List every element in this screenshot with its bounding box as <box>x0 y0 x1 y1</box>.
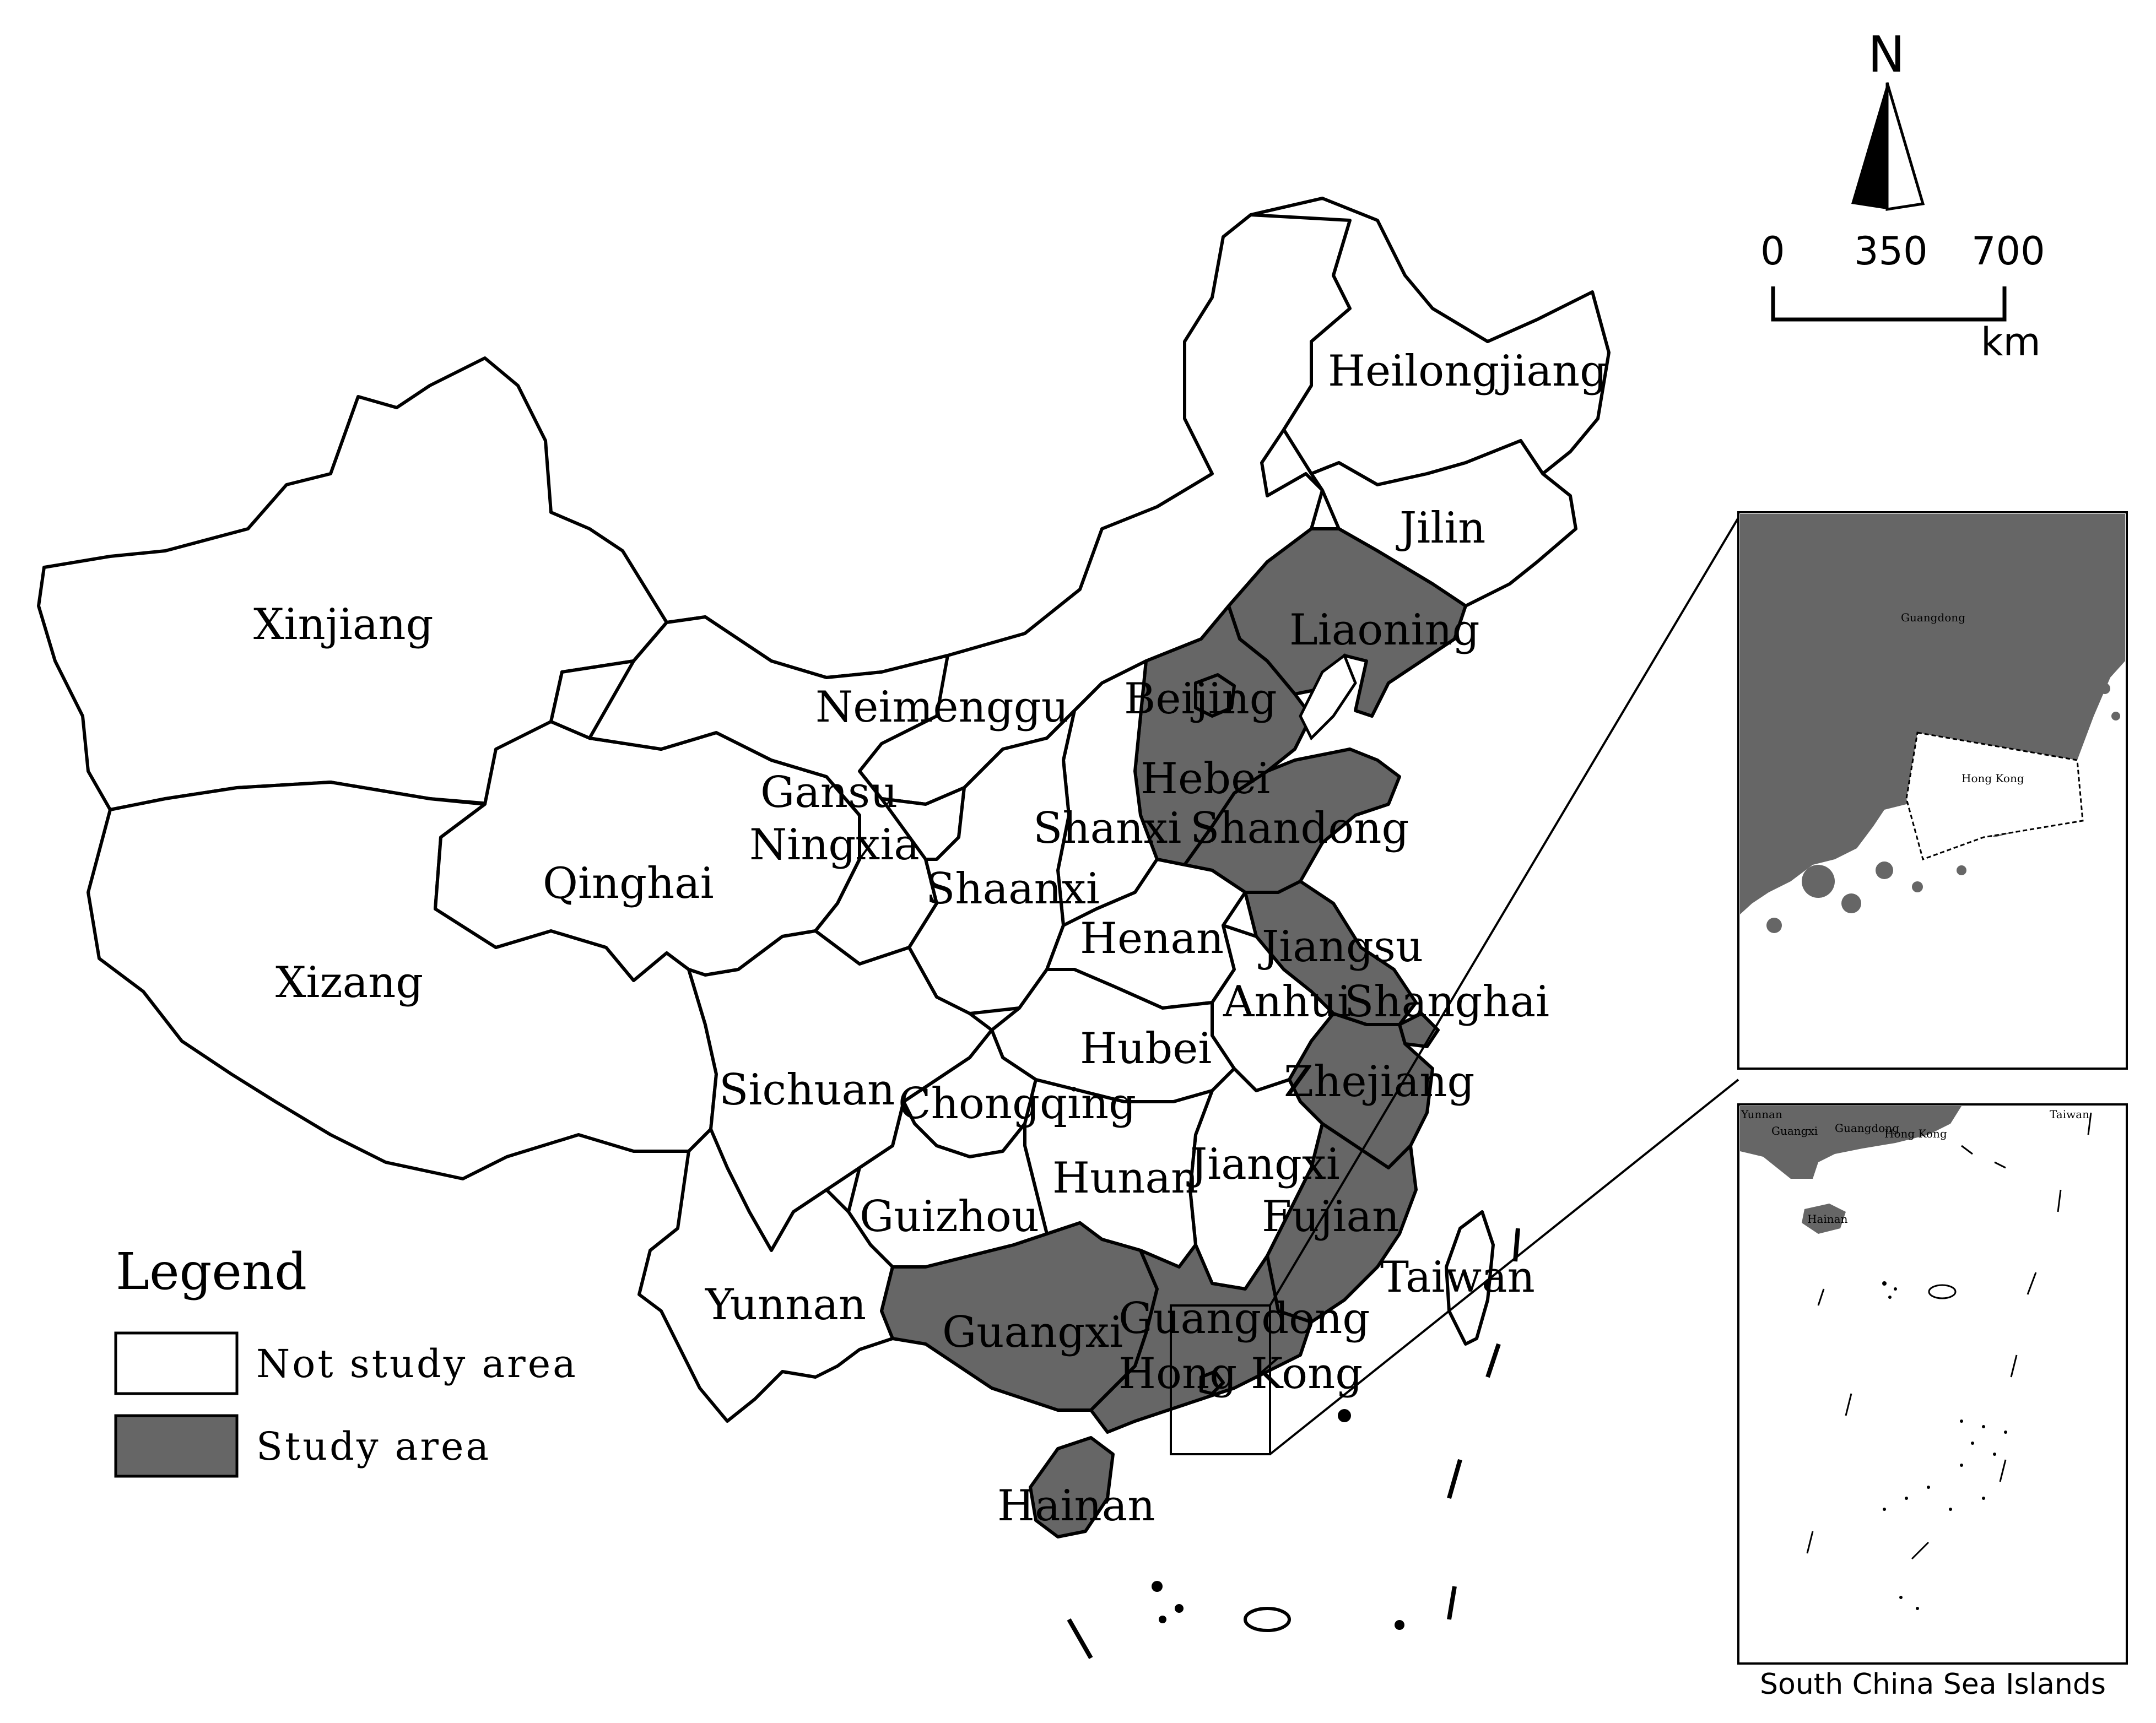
label-qinghai: Qinghai <box>543 859 714 908</box>
label-gansu: Gansu <box>760 768 898 817</box>
inset-scs-label-guangxi: Guangxi <box>1771 1124 1818 1137</box>
inset-scs-label-hongkong: Hong Kong <box>1884 1127 1947 1140</box>
province-hainan <box>1029 1436 1115 1538</box>
inset-scs-label-yunnan: Yunnan <box>1741 1108 1782 1121</box>
inset-hk-boundary <box>1905 732 2084 860</box>
province-fujian <box>1266 1122 1418 1324</box>
label-guangxi: Guangxi <box>942 1308 1123 1357</box>
label-hongkong: Hong Kong <box>1118 1349 1363 1399</box>
scale-tick-700: 700 <box>1971 229 2045 274</box>
inset-scs-label-taiwan: Taiwan <box>2050 1108 2089 1121</box>
label-anhui: Anhui <box>1223 977 1351 1027</box>
leader-line-bottom <box>1269 1079 1739 1455</box>
bohai-sea <box>1299 653 1357 741</box>
scale-tick-0: 0 <box>1760 229 1785 274</box>
label-xinjiang: Xinjiang <box>253 600 434 649</box>
label-hainan: Hainan <box>997 1481 1155 1531</box>
north-arrow-right-icon <box>1885 82 1925 211</box>
legend-label-study: Study area <box>256 1424 491 1469</box>
label-sichuan: Sichuan <box>719 1065 895 1115</box>
scale-line <box>1771 286 2007 322</box>
islands <box>1152 1409 1404 1632</box>
inset-scs-islands <box>1882 1281 2007 1610</box>
label-taiwan: Taiwan <box>1380 1253 1535 1302</box>
scale-unit: km <box>1981 319 2041 365</box>
inset-hong-kong: Guangdong Hong Kong <box>1737 511 2128 1070</box>
province-yunnan <box>637 1128 894 1423</box>
label-ningxia: Ningxia <box>749 820 920 870</box>
label-jilin: Jilin <box>1396 503 1485 553</box>
label-zhejiang: Zhejiang <box>1284 1057 1474 1107</box>
label-henan: Henan <box>1080 914 1224 963</box>
hk-locator-box <box>1170 1304 1271 1455</box>
inset-scs-land <box>1740 1106 1962 1179</box>
inset-scs-frame <box>1737 1103 2128 1665</box>
inset-scs-label-guangdong: Guangdong <box>1835 1121 1899 1135</box>
nine-dash-line <box>1067 1228 1520 1659</box>
label-yunnan: Yunnan <box>705 1280 866 1330</box>
label-jiangxi: Jiangxi <box>1186 1140 1340 1189</box>
legend-swatch-not-study <box>114 1331 239 1395</box>
inset-scs-label-hainan: Hainan <box>1807 1212 1848 1226</box>
province-beijing <box>1194 673 1236 718</box>
scale-bar: 0 350 700 km <box>1760 229 2045 365</box>
inset-hk-label-guangdong: Guangdong <box>1901 611 1965 624</box>
province-hongkong <box>1199 1370 1225 1395</box>
province-xinjiang <box>37 356 668 811</box>
label-guizhou: Guizhou <box>860 1192 1039 1242</box>
province-labels: Xinjiang Xizang Qinghai Neimenggu Heilon… <box>253 346 1607 1531</box>
north-label: N <box>1868 26 1905 84</box>
inset-hk-label-hongkong: Hong Kong <box>1962 772 2024 785</box>
leader-line-top <box>1269 517 1739 1307</box>
province-taiwan <box>1445 1210 1495 1346</box>
label-neimenggu: Neimenggu <box>815 682 1069 732</box>
inset-scs-hainan <box>1802 1204 1846 1234</box>
north-arrow: N <box>1851 26 1925 211</box>
label-liaoning: Liaoning <box>1289 605 1480 655</box>
label-jiangsu: Jiangsu <box>1258 922 1423 972</box>
legend-label-not-study: Not study area <box>256 1341 578 1386</box>
label-shandong: Shandong <box>1190 804 1409 853</box>
inset-south-china-sea: Yunnan Guangxi Guangdong Hong Kong Taiwa… <box>1737 1103 2128 1701</box>
north-arrow-left-icon <box>1851 83 1887 209</box>
label-hebei: Hebei <box>1141 754 1270 804</box>
label-beijing: Beijing <box>1124 674 1277 724</box>
province-layer <box>37 197 1611 1538</box>
inset-scs-title: South China Sea Islands <box>1760 1668 2106 1701</box>
inset-hk-islands <box>1766 683 2120 933</box>
label-hunan: Hunan <box>1052 1153 1198 1203</box>
scale-tick-350: 350 <box>1854 229 1928 274</box>
label-guangdong: Guangdong <box>1118 1294 1370 1343</box>
label-hubei: Hubei <box>1080 1024 1212 1074</box>
province-guangdong <box>1089 1243 1313 1434</box>
inset-scs-dashes <box>1806 1112 2092 1560</box>
label-shanxi: Shanxi <box>1033 804 1181 853</box>
inset-scs-reef <box>1928 1284 1957 1299</box>
label-xizang: Xizang <box>275 958 423 1007</box>
label-shaanxi: Shaanxi <box>926 864 1100 914</box>
label-chongqing: Chongqing <box>898 1079 1136 1129</box>
legend: Legend Not study area Study area <box>114 1242 578 1478</box>
legend-swatch-study <box>114 1414 239 1478</box>
label-shanghai: Shanghai <box>1344 977 1549 1027</box>
label-heilongjiang: Heilongjiang <box>1328 346 1607 396</box>
legend-title: Legend <box>116 1242 307 1301</box>
label-fujian: Fujian <box>1262 1192 1399 1242</box>
